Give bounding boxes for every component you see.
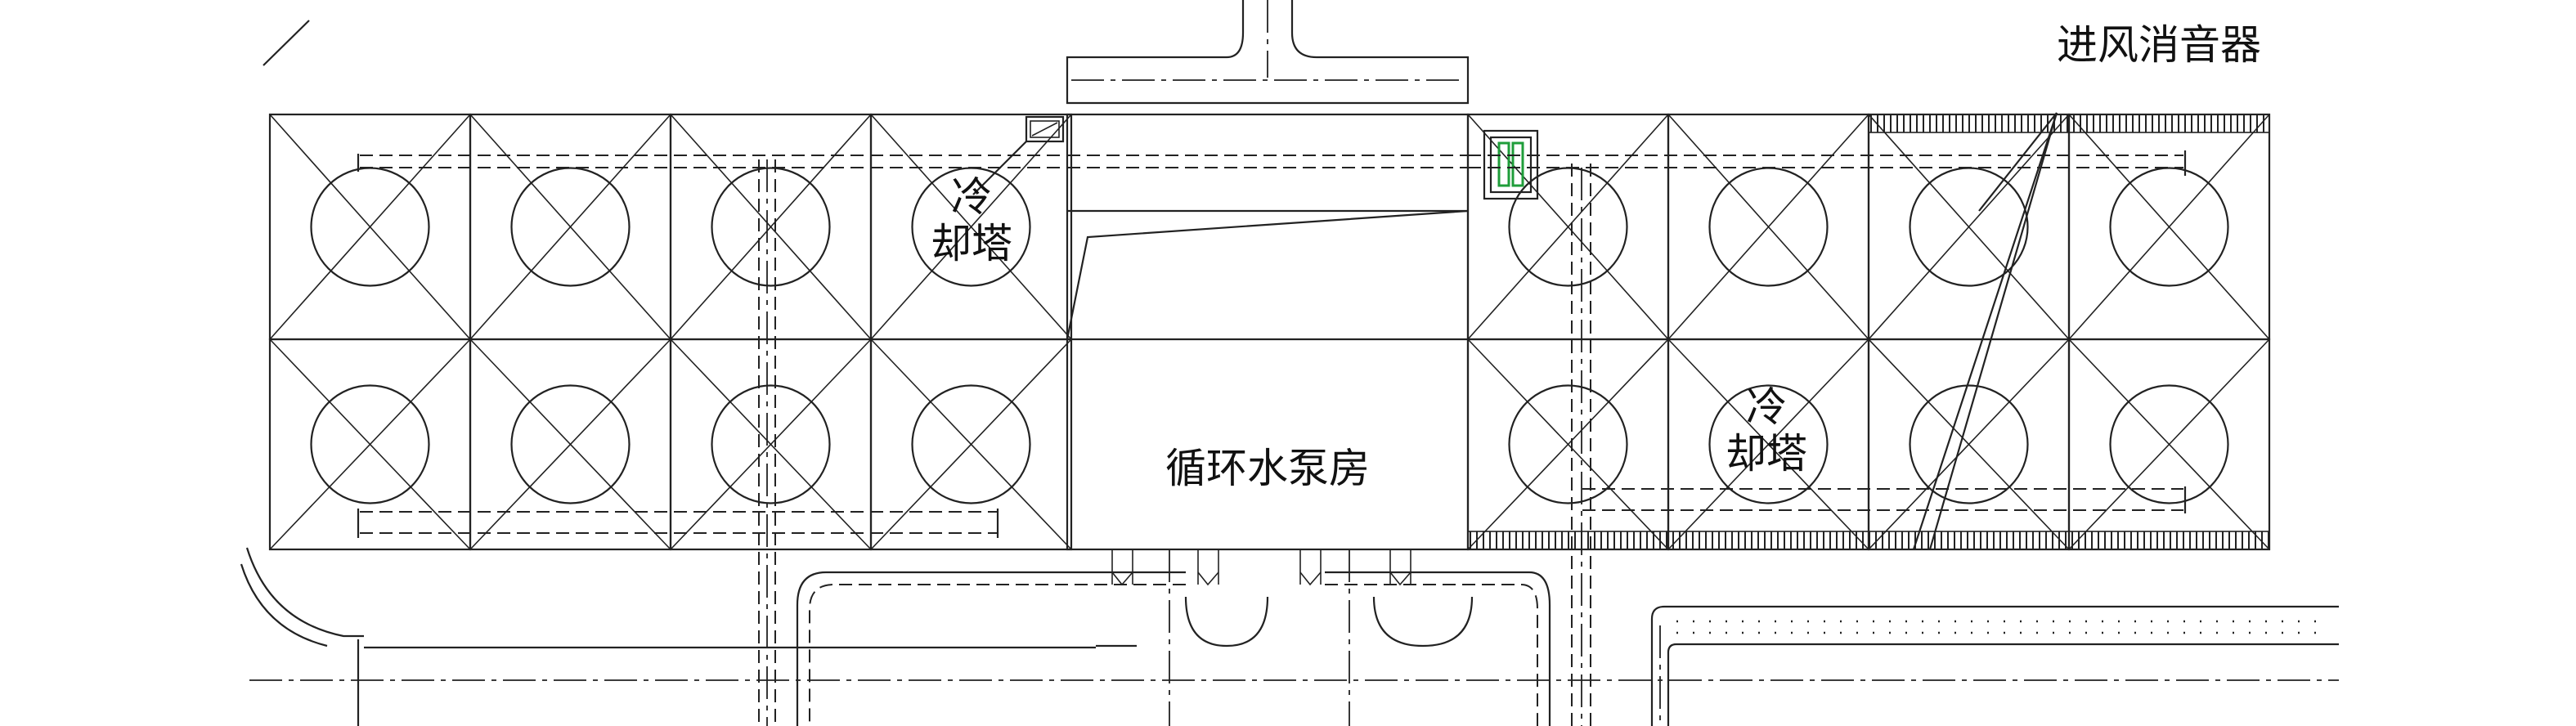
svg-text:却塔: 却塔 (1726, 431, 1807, 477)
air-inlet-silencer-top (1868, 114, 2270, 133)
svg-text:冷: 冷 (951, 174, 992, 220)
cooling-tower-cell (2067, 113, 2271, 341)
cooling-tower-cell (469, 113, 672, 341)
cooling-tower-cell (469, 338, 672, 551)
cooling-tower-cell (268, 338, 472, 551)
cooling-tower-label-2: 冷 却塔 (1726, 384, 1807, 477)
cooling-tower-cell (1466, 338, 1670, 551)
cooling-tower-cell (2067, 338, 2271, 551)
underground-pipes (796, 549, 1551, 726)
cooling-tower-cell (869, 338, 1073, 551)
distribution-pipes-left (357, 154, 1067, 538)
pump-house (1066, 113, 1470, 551)
svg-text:冷: 冷 (1746, 384, 1787, 430)
air-inlet-silencer-bottom (1467, 531, 2270, 550)
cooling-tower-label-1: 冷 却塔 (931, 174, 1012, 267)
cooling-tower-cell (1667, 113, 1870, 341)
section-mark (263, 20, 310, 66)
vertical-risers (758, 159, 1591, 726)
cooling-tower-cell (268, 113, 472, 341)
cooling-tower-block-right (1466, 113, 2271, 551)
return-pipe-right (1650, 605, 2339, 726)
silencer-leader-lines (1912, 112, 2058, 550)
cooling-tower-block-left (268, 113, 1073, 551)
cooling-tower-cell (1867, 113, 2071, 341)
distribution-pipes-right (1468, 150, 2187, 513)
cooling-tower-cell (669, 338, 873, 551)
silencer-label: 进风消音器 (2057, 22, 2261, 68)
main-pipe-line (240, 547, 2339, 726)
cooling-tower-cell (669, 113, 873, 341)
pump-house-label: 循环水泵房 (1165, 446, 1370, 491)
svg-text:却塔: 却塔 (931, 221, 1012, 267)
cooling-tower-cell (1867, 338, 2071, 551)
inlet-pipe-top (1066, 0, 1470, 105)
valve-marker (1483, 129, 1539, 200)
